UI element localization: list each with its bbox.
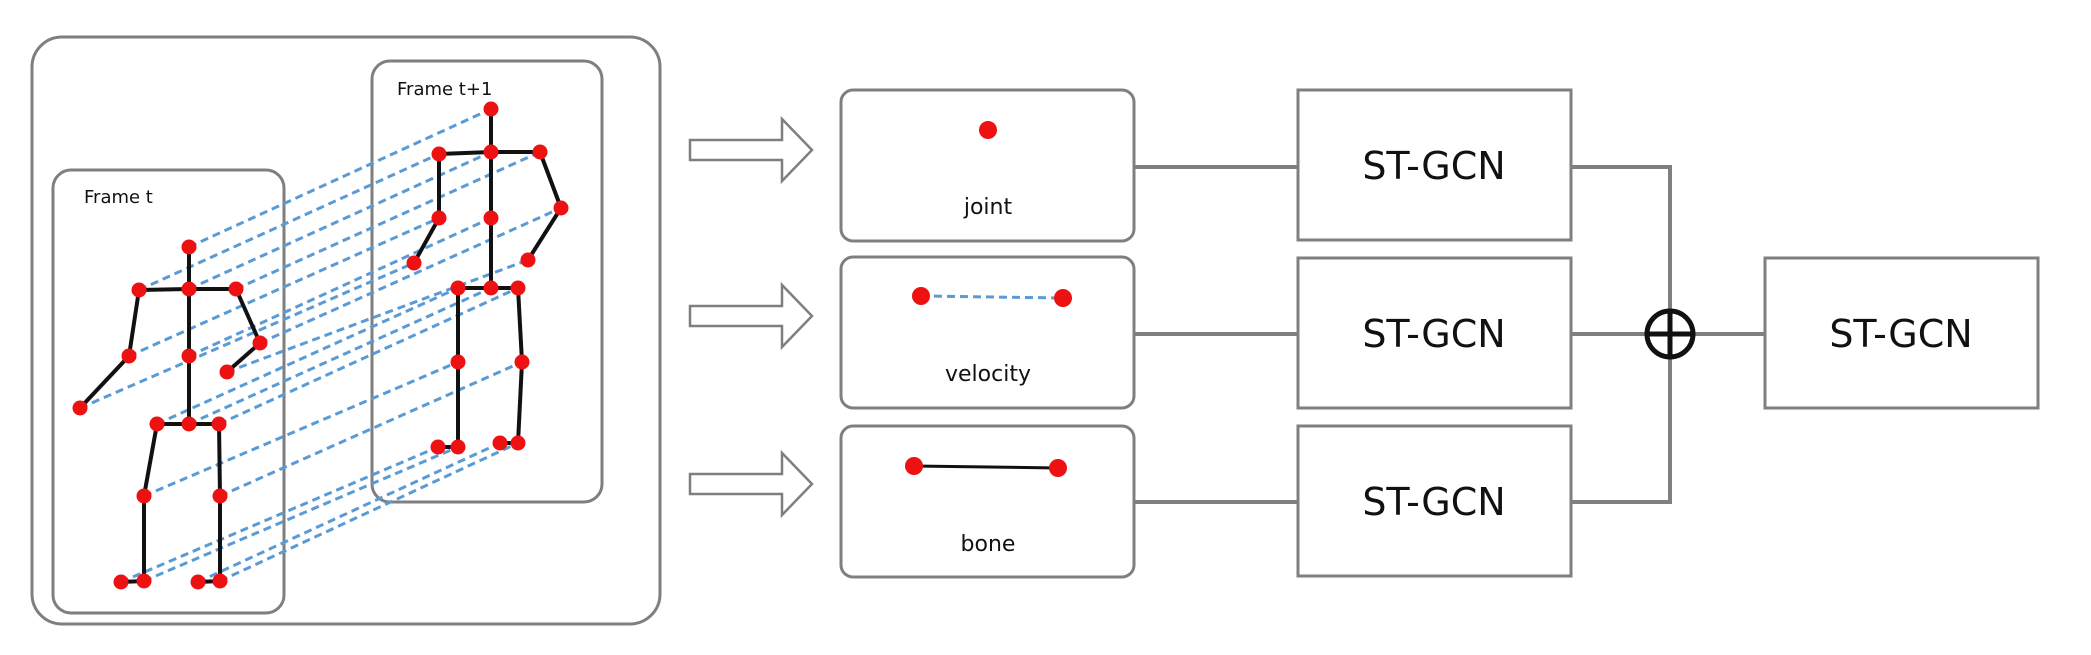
frame-t1-joint-rknee (514, 354, 530, 370)
frame-t1-joint-rank (510, 435, 526, 451)
correspondence-link-lhip (156, 286, 459, 426)
frame-t-joint-lhand (72, 400, 88, 416)
frame-t1-joint-rel (553, 200, 569, 216)
frame-t1-joint-hipc (483, 280, 499, 296)
correspondence-link-spine (188, 216, 492, 358)
frame-t-joint-lsh (131, 282, 147, 298)
frame-t1-joint-lhand (406, 255, 422, 271)
frame-t1-box (370, 59, 604, 504)
stgcn3-to-fusion-line (1571, 358, 1672, 504)
frame-t1-label: Frame t+1 (397, 79, 492, 100)
frame-t-joint-lelb (121, 348, 137, 364)
correspondence-link-rhip (218, 286, 519, 426)
correspondence-link-head (188, 107, 492, 249)
correspondence-link-lhand (79, 261, 415, 410)
stgcn-velocity-box (1296, 256, 1573, 410)
correspondence-link-rank (219, 441, 519, 583)
arrow-to-velocity (688, 281, 814, 351)
frame-t-joint-neck (181, 281, 197, 297)
velocity-link-icon (920, 294, 1064, 300)
stgcn-bone-label: ST-GCN (1362, 480, 1505, 524)
frame-t1-joint-rhand (520, 252, 536, 268)
joint-label: joint (963, 195, 1013, 220)
frame-t1-joint-lfoot (430, 439, 446, 455)
frame-t1-joint-lknee (450, 354, 466, 370)
velocity-dot-start-icon (912, 287, 930, 305)
bone-dot-end-icon (1049, 459, 1067, 477)
arrow-to-joint (688, 115, 814, 185)
frame-t-joint-rank (212, 573, 228, 589)
frame-t1-joint-lsh (431, 146, 447, 162)
correspondence-link-lank (143, 445, 459, 583)
velocity-dot-end-icon (1054, 289, 1072, 307)
frame-t-label: Frame t (84, 187, 153, 208)
joint-dot-icon (979, 121, 997, 139)
velocity-label: velocity (945, 362, 1031, 387)
stgcn-output-box (1763, 256, 2040, 410)
frame-t-joint-rel (252, 335, 268, 351)
fusion-add-icon (1644, 308, 1696, 360)
stgcn-joint-box (1296, 88, 1573, 242)
frame-t-bone-lsh-neck (138, 287, 190, 292)
frame-t-joint-hipc (181, 416, 197, 432)
frame-t1-joint-spine (483, 210, 499, 226)
correspondence-link-rel (259, 206, 562, 345)
correspondence-link-lelb (128, 216, 440, 358)
correspondence-link-rknee (219, 360, 523, 498)
frame-t1-bone-rel-rhand (526, 206, 563, 262)
correspondence-link-lknee (143, 360, 459, 498)
frame-t-joint-head (181, 239, 197, 255)
correspondence-link-hipc (188, 286, 492, 426)
frame-t-joint-lank (136, 573, 152, 589)
frame-t1-bone-rhip-rknee (516, 287, 524, 363)
bone-segment-icon (913, 464, 1059, 470)
frame-t1-joint-rhip (510, 280, 526, 296)
joint-correspondence-links (79, 107, 562, 584)
frame-t-joint-spine (181, 348, 197, 364)
input-arrows (688, 115, 814, 519)
correspondence-link-rhand (226, 258, 529, 374)
skeleton-frame-t (72, 239, 268, 590)
frame-t1-bone-lsh-neck (438, 150, 492, 156)
frame-t-joint-rknee (212, 488, 228, 504)
stgcn-output-label: ST-GCN (1829, 312, 1972, 356)
correspondence-link-rfoot (197, 441, 501, 584)
frame-t-joint-lknee (136, 488, 152, 504)
connectors (1134, 165, 1765, 504)
frame-t-joint-lfoot (113, 574, 129, 590)
bone-label: bone (961, 532, 1016, 557)
frame-t-bone-rsh-rel (234, 288, 262, 344)
frame-t1-joint-neck (483, 144, 499, 160)
frame-t-joint-rhip (211, 416, 227, 432)
frame-t-bone-lsh-lelb (127, 289, 141, 357)
frame-t-bone-rhip-rknee (217, 423, 222, 497)
frame-t-bone-lhip-lknee (142, 423, 159, 497)
stgcn-bone-box (1296, 424, 1573, 578)
arrow-to-bone (688, 449, 814, 519)
stgcn1-to-fusion-line (1571, 165, 1672, 310)
frame-t1-joint-rfoot (492, 435, 508, 451)
bone-dot-start-icon (905, 457, 923, 475)
frame-t-joint-rsh (228, 281, 244, 297)
frame-t-joint-rhand (219, 364, 235, 380)
skeleton-frame-t1 (406, 101, 569, 455)
stgcn-joint-label: ST-GCN (1362, 144, 1505, 188)
frame-t1-bone-lelb-lhand (412, 217, 441, 264)
stgcn-velocity-label: ST-GCN (1362, 312, 1505, 356)
frames-container (30, 35, 662, 626)
correspondence-link-lfoot (120, 445, 439, 584)
frame-t1-joint-head (483, 101, 499, 117)
frame-t-box (51, 168, 286, 615)
frame-t-joint-lhip (149, 416, 165, 432)
frame-t1-joint-rsh (532, 144, 548, 160)
frame-t1-joint-lhip (450, 280, 466, 296)
frame-t1-joint-lelb (431, 210, 447, 226)
frame-t-joint-rfoot (190, 574, 206, 590)
frame-t1-bone-rknee-rank (516, 361, 524, 444)
frame-t1-joint-lank (450, 439, 466, 455)
frame-t-bone-lelb-lhand (78, 354, 131, 410)
frame-t1-bone-rsh-rel (538, 151, 563, 209)
